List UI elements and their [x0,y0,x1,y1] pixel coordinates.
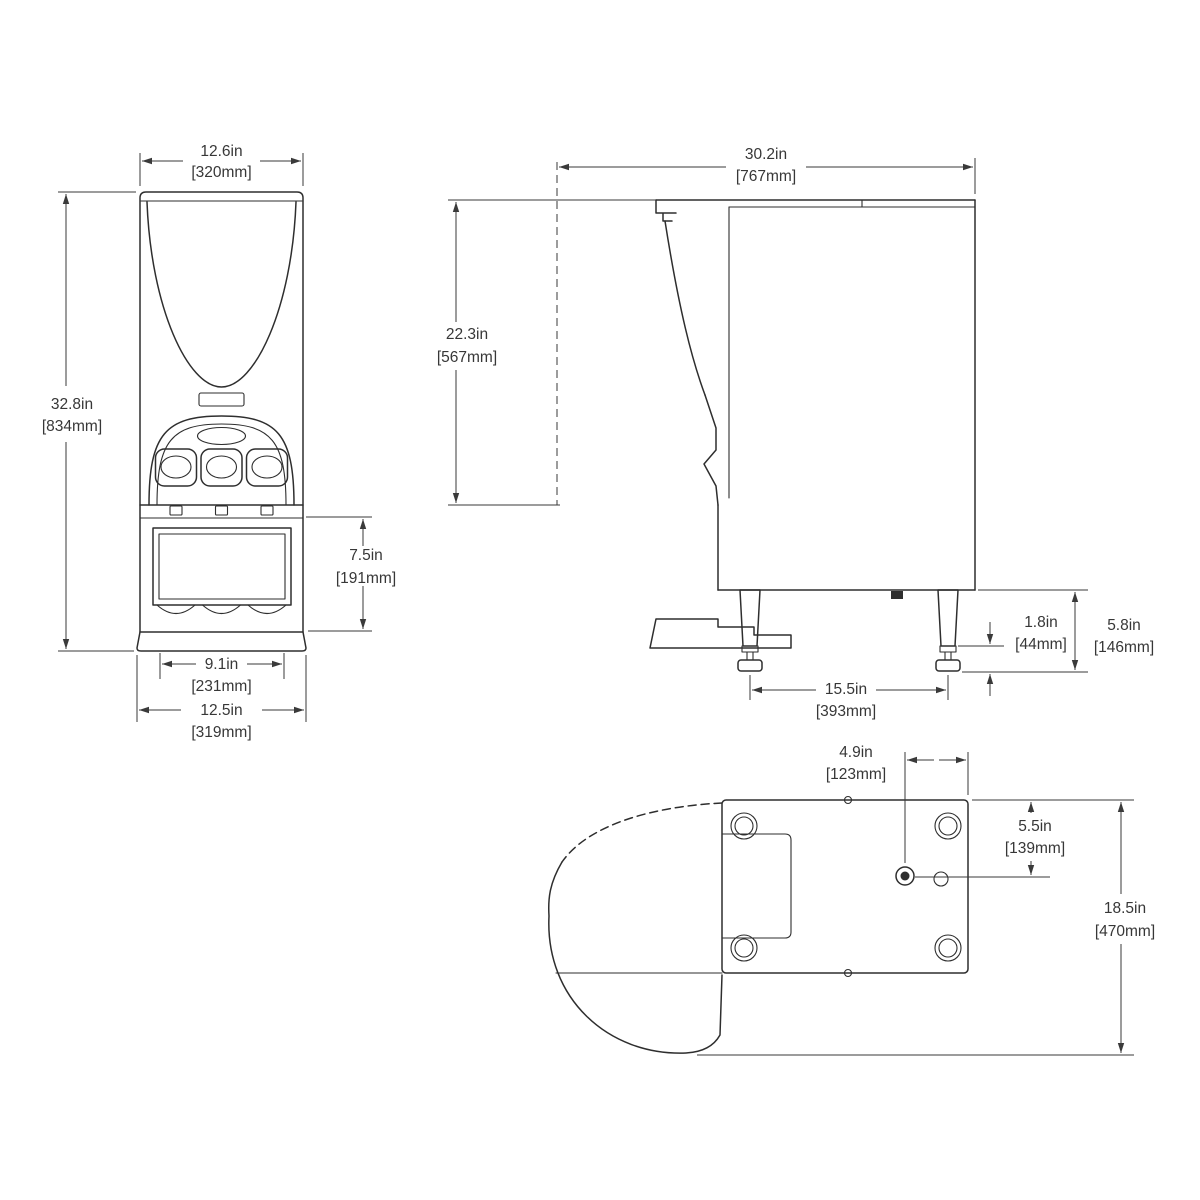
side-rear-leg-stem [944,651,952,661]
bottom-foot-front-right-outer [730,812,758,840]
front-selector-center [200,448,243,487]
front-dispense-oval [196,426,247,446]
bottom-dome-outline [547,861,723,1054]
front-selector-center-button [205,455,238,479]
front-selector-left [154,448,198,487]
bottom-foot-front-right-inner [734,816,754,836]
dim-front-height-in: 32.8in [51,396,93,413]
bottom-edge-hole-bottom [843,968,853,978]
dim-side-upper-height-mm: [567mm] [437,349,497,366]
dim-front-top-width-mm: [320mm] [191,164,251,181]
front-selector-center-frame [200,448,243,487]
dim-front-base-width-in: 12.5in [200,702,242,719]
side-rear-leg-nut [939,645,957,653]
dim-bottom-drain-to-edge: 4.9in [123mm] [826,744,969,863]
front-selector-right [245,448,289,487]
dim-front-inner-width-in: 9.1in [205,656,239,673]
bottom-front-recess [721,833,792,939]
dim-side-foot-height-mm: [146mm] [1094,639,1154,656]
dim-bottom-overall-width-in: 18.5in [1104,900,1146,917]
bottom-foot-rear-left-inner [938,938,958,958]
dim-bottom-drain-to-side: 5.5in [139mm] [915,802,1065,878]
dim-side-depth: 30.2in [767mm] [556,146,976,505]
dim-bottom-overall-width: 18.5in [470mm] [697,799,1155,1056]
side-rear-foot-pad [935,659,961,672]
side-drain-fitting [891,591,903,599]
side-front-leg-stem [746,651,754,661]
front-cup-recess-right [247,604,287,615]
side-dispenser-profile [703,394,719,506]
side-hopper-profile [664,220,706,396]
dim-side-foot-height: 5.8in [146mm] [978,589,1154,670]
dim-side-depth-mm: [767mm] [736,168,796,185]
dim-front-base-width: 12.5in [319mm] [136,655,307,741]
dim-front-height: 32.8in [834mm] [42,191,136,652]
dim-front-top-width: 12.6in [320mm] [139,143,304,186]
dim-bottom-drain-to-edge-in: 4.9in [839,744,873,761]
dim-side-upper-height: 22.3in [567mm] [437,199,656,506]
bottom-foot-rear-right-outer [934,812,962,840]
front-label-plate [198,392,245,407]
front-selector-right-frame [245,448,289,487]
front-cup-recess-center [201,604,242,615]
bottom-view [547,795,969,1054]
side-front-leg [737,589,763,672]
side-top-bracket [655,199,677,222]
dim-front-door-height: 7.5in [191mm] [306,516,396,632]
dim-bottom-drain-to-side-in: 5.5in [1018,818,1052,835]
dim-bottom-drain-to-edge-mm: [123mm] [826,766,886,783]
bottom-foot-front-left-outer [730,934,758,962]
dim-bottom-drain-to-side-mm: [139mm] [1005,840,1065,857]
bottom-dome-hidden-arc [561,802,723,863]
side-front-foot-pad [737,659,763,672]
bottom-foot-front-left-inner [734,938,754,958]
bottom-drain-hole-outer [895,866,915,886]
dim-front-door-height-mm: [191mm] [336,570,396,587]
front-selector-left-frame [154,448,198,487]
bottom-drain-hole-center [900,871,910,881]
front-hopper-curve [146,201,297,388]
dim-side-foot-adjust-in: 1.8in [1024,614,1058,631]
side-drip-tray [649,618,792,649]
front-lever-center [214,505,229,516]
dim-side-leg-spacing: 15.5in [393mm] [749,675,949,720]
front-selector-left-button [160,455,192,479]
front-cup-recess-left [156,604,196,615]
dim-front-height-mm: [834mm] [42,418,102,435]
side-front-leg-body [739,589,761,647]
dim-bottom-overall-width-mm: [470mm] [1095,923,1155,940]
front-lever-left [169,505,183,516]
side-front-leg-nut [741,645,759,653]
front-door-window-inner [158,533,286,600]
dim-side-depth-in: 30.2in [745,146,787,163]
dim-side-leg-spacing-in: 15.5in [825,681,867,698]
front-lever-right [260,505,274,516]
side-rear-leg-body [937,589,959,647]
dim-front-inner-width-mm: [231mm] [191,678,251,695]
side-view [649,199,976,672]
front-base [136,631,307,652]
bottom-edge-hole-top [843,795,853,805]
dim-front-base-width-mm: [319mm] [191,724,251,741]
front-door-window-outer [152,527,292,606]
front-view [136,191,307,652]
bottom-foot-rear-right-inner [938,816,958,836]
front-dispense-arch-outer [148,415,295,506]
bottom-foot-rear-left-outer [934,934,962,962]
dim-side-upper-height-in: 22.3in [446,326,488,343]
bottom-aux-hole [933,871,949,887]
dim-front-top-width-in: 12.6in [200,143,242,160]
front-selector-right-button [251,455,283,479]
dim-side-foot-adjust-mm: [44mm] [1015,636,1067,653]
bottom-base-plate [721,799,969,974]
dim-side-foot-adjust: 1.8in [44mm] [958,614,1088,696]
front-dispense-arch-inner [156,423,287,506]
dim-side-leg-spacing-mm: [393mm] [816,703,876,720]
dim-front-inner-width: 9.1in [231mm] [159,653,285,695]
dim-front-door-height-in: 7.5in [349,547,383,564]
dim-side-foot-height-in: 5.8in [1107,617,1141,634]
front-body-outline [139,191,304,633]
side-rear-leg [935,589,961,672]
